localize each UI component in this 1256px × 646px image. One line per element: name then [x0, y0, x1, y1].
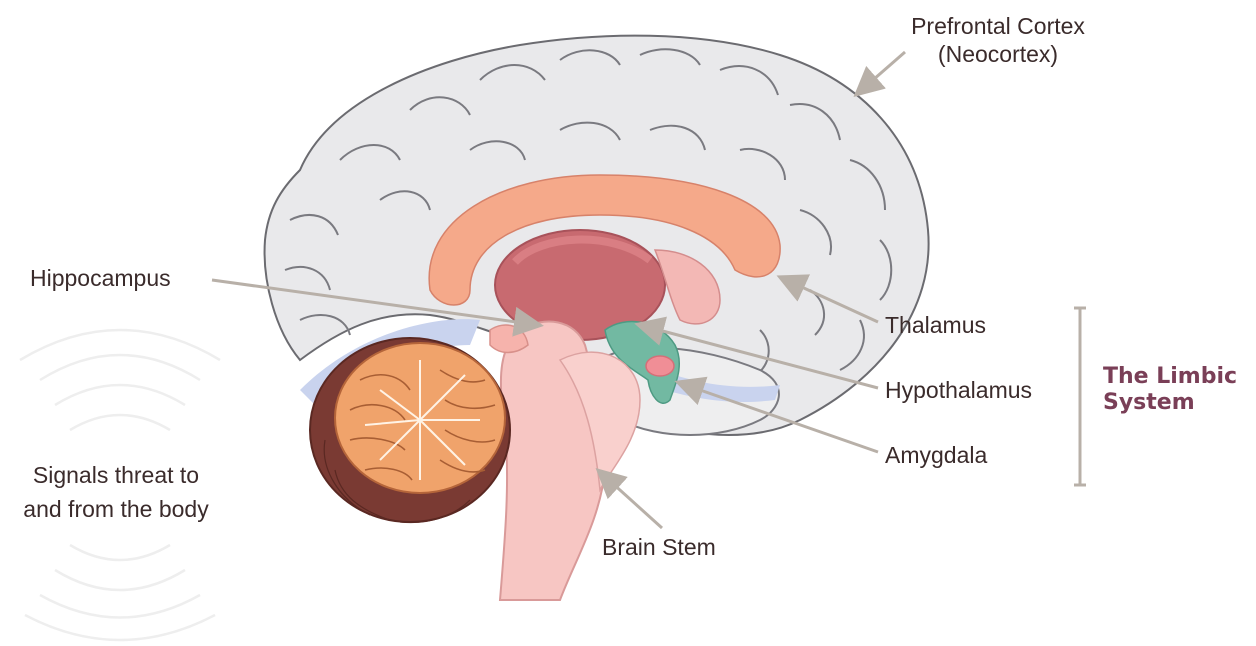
prefrontal-subtitle: (Neocortex)	[898, 40, 1098, 68]
label-prefrontal-cortex: Prefrontal Cortex (Neocortex)	[898, 12, 1098, 68]
limbic-system-title: The Limbic System	[1103, 364, 1237, 416]
amygdala	[646, 356, 674, 376]
label-brain-stem: Brain Stem	[602, 533, 716, 561]
label-amygdala: Amygdala	[885, 441, 987, 469]
signals-line-1: Signals threat to	[0, 458, 232, 492]
label-hippocampus: Hippocampus	[30, 264, 171, 292]
label-hypothalamus: Hypothalamus	[885, 376, 1032, 404]
cerebellum	[310, 338, 510, 523]
signals-line-2: and from the body	[0, 492, 232, 526]
label-thalamus: Thalamus	[885, 311, 986, 339]
limbic-title-line-2: System	[1103, 390, 1237, 416]
limbic-bracket	[1074, 308, 1086, 485]
label-signals: Signals threat to and from the body	[0, 458, 232, 526]
prefrontal-title: Prefrontal Cortex	[898, 12, 1098, 40]
limbic-title-line-1: The Limbic	[1103, 364, 1237, 390]
